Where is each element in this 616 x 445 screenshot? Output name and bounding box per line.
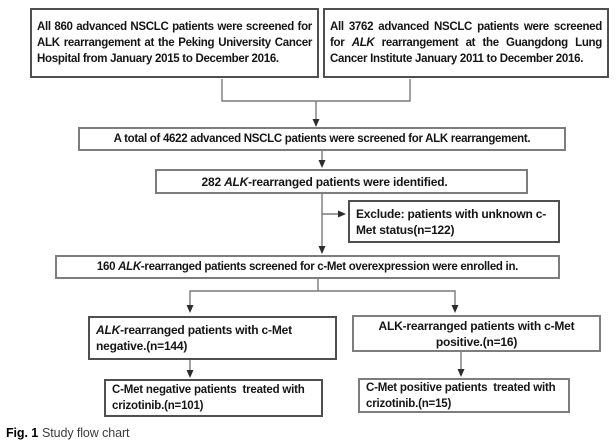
node-treated-negative: C-Met negative patients treated with cri… [104,379,323,417]
node-enrolled-text: 160 ALK-rearranged patients screened for… [96,261,519,273]
arrow-total-to-identified [318,151,326,168]
node-treated-positive: C-Met positive patients treated with cri… [358,378,570,413]
node-cmet-negative-text: ALK-rearranged patients with c-Met negat… [96,323,292,353]
node-peking-screening: All 860 advanced NSCLC patients were scr… [30,8,319,78]
figure-caption-label: Fig. 1 [6,426,39,440]
merge-connector [221,79,411,127]
arrow-exclude-branch [322,210,346,218]
node-guangdong-text: All 3762 advanced NSCLC patients were sc… [330,21,603,65]
arrow-positive-to-treated [457,352,465,377]
node-exclude-text: Exclude: patients with unknown c-Met sta… [356,206,547,237]
node-identified-text: 282 ALK-rearranged patients were identif… [201,174,448,189]
node-total-screened: A total of 4622 advanced NSCLC patients … [78,127,566,151]
node-treated-positive-text: C-Met positive patients treated with cri… [366,381,559,410]
node-alk-identified: 282 ALK-rearranged patients were identif… [155,169,528,194]
node-cmet-positive-text: ALK-rearranged patients with c-Met posit… [378,318,575,349]
node-treated-negative-text: C-Met negative patients treated with cri… [112,384,308,412]
figure-caption-text: Study flow chart [42,426,130,440]
node-cmet-negative: ALK-rearranged patients with c-Met negat… [88,316,337,360]
split-connector [186,279,459,313]
node-total-text: A total of 4622 advanced NSCLC patients … [113,133,531,145]
node-peking-text: All 860 advanced NSCLC patients were scr… [37,21,312,65]
arrow-identified-to-enrolled [318,194,326,254]
node-cmet-positive: ALK-rearranged patients with c-Met posit… [352,315,601,352]
arrow-negative-to-treated [186,360,194,378]
node-exclude-unknown-cmet: Exclude: patients with unknown c-Met sta… [348,200,560,243]
node-enrolled: 160 ALK-rearranged patients screened for… [55,255,560,279]
node-guangdong-screening: All 3762 advanced NSCLC patients were sc… [323,8,609,78]
